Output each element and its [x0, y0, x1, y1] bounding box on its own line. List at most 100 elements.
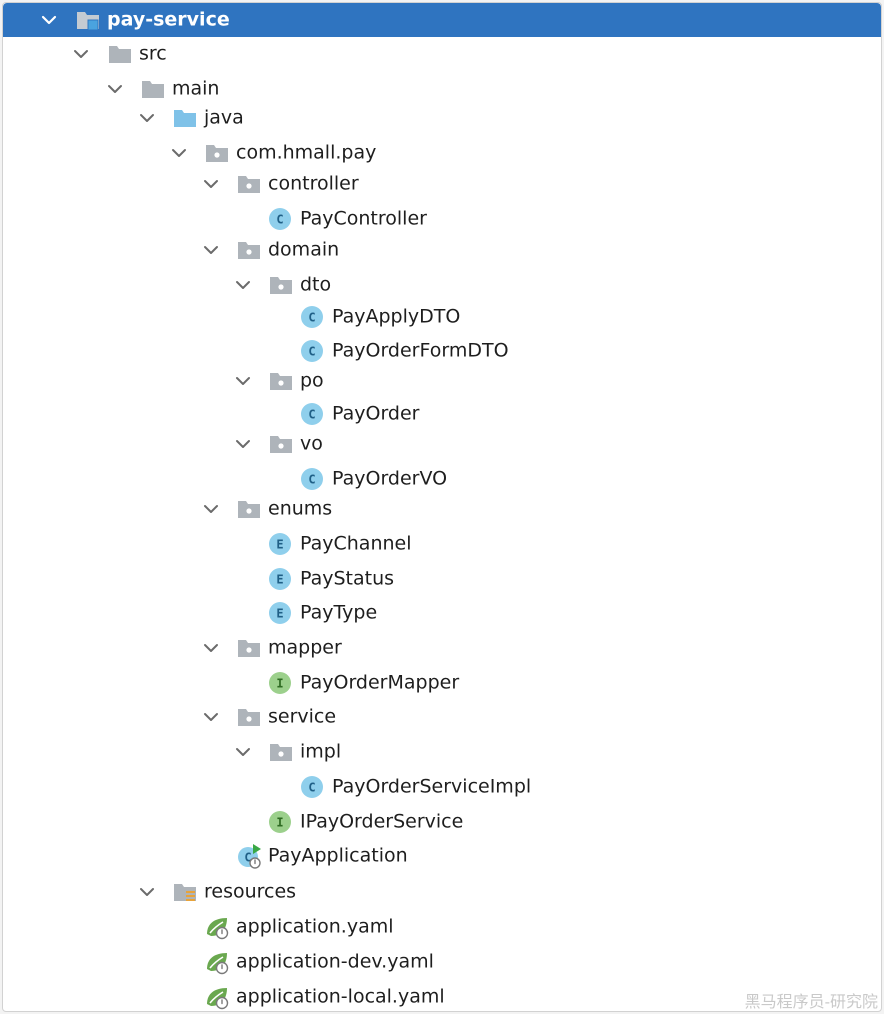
tree-row-pay-order[interactable]: C PayOrder: [3, 399, 881, 429]
tree-label: src: [139, 42, 167, 65]
interface-icon: I: [267, 670, 293, 696]
folder-icon: [140, 76, 166, 102]
tree-row-application-yaml[interactable]: application.yaml: [3, 912, 881, 942]
tree-label: main: [172, 77, 220, 100]
class-icon: C: [299, 304, 325, 330]
enum-icon: E: [267, 531, 293, 557]
tree-row-ipay-order-service[interactable]: I IPayOrderService: [3, 807, 881, 837]
spring-config-icon: [204, 949, 230, 975]
folder-icon: [107, 41, 133, 67]
tree-row-controller[interactable]: controller: [3, 169, 881, 199]
chevron-down-icon[interactable]: [201, 499, 221, 519]
tree-label: pay-service: [107, 8, 230, 31]
tree-row-pay-order-vo[interactable]: C PayOrderVO: [3, 464, 881, 494]
package-icon: [236, 496, 262, 522]
tree-row-application-local-yaml[interactable]: application-local.yaml: [3, 982, 881, 1011]
chevron-down-icon[interactable]: [105, 79, 125, 99]
spring-config-icon: [204, 984, 230, 1010]
svg-text:I: I: [276, 816, 283, 830]
chevron-down-icon[interactable]: [137, 882, 157, 902]
tree-label: PayOrder: [332, 402, 420, 425]
tree-label: IPayOrderService: [300, 810, 464, 833]
chevron-down-icon[interactable]: [71, 44, 91, 64]
project-tree: pay-service src main java com.hmall.pay: [3, 3, 881, 1011]
tree-row-impl[interactable]: impl: [3, 737, 881, 767]
tree-row-dto[interactable]: dto: [3, 270, 881, 300]
chevron-down-icon[interactable]: [233, 371, 253, 391]
package-icon: [268, 739, 294, 765]
tree-label: application-local.yaml: [236, 985, 445, 1008]
chevron-down-icon[interactable]: [233, 434, 253, 454]
tree-label: application-dev.yaml: [236, 950, 434, 973]
enum-icon: E: [267, 566, 293, 592]
tree-row-java[interactable]: java: [3, 103, 881, 133]
tree-row-com-hmall-pay[interactable]: com.hmall.pay: [3, 138, 881, 168]
chevron-down-icon[interactable]: [201, 638, 221, 658]
tree-row-pay-channel[interactable]: E PayChannel: [3, 529, 881, 559]
class-icon: C: [299, 774, 325, 800]
tree-label: PayOrderServiceImpl: [332, 775, 532, 798]
tree-row-pay-type[interactable]: E PayType: [3, 598, 881, 628]
tree-row-pay-controller[interactable]: C PayController: [3, 204, 881, 234]
tree-row-po[interactable]: po: [3, 366, 881, 396]
svg-text:C: C: [308, 781, 315, 795]
tree-label: dto: [300, 273, 332, 296]
svg-text:C: C: [308, 345, 315, 359]
interface-icon: I: [267, 809, 293, 835]
class-icon: C: [299, 466, 325, 492]
tree-label: PayOrderMapper: [300, 671, 460, 694]
tree-label: controller: [268, 172, 359, 195]
chevron-down-icon[interactable]: [233, 275, 253, 295]
tree-row-domain[interactable]: domain: [3, 235, 881, 265]
module-folder-icon: [75, 7, 101, 33]
svg-text:E: E: [276, 607, 283, 621]
package-icon: [268, 272, 294, 298]
tree-row-src[interactable]: src: [3, 39, 881, 69]
tree-row-enums[interactable]: enums: [3, 494, 881, 524]
svg-text:C: C: [276, 213, 283, 227]
tree-label: vo: [300, 432, 323, 455]
svg-text:C: C: [308, 408, 315, 422]
resources-folder-icon: [172, 879, 198, 905]
tree-label: domain: [268, 238, 340, 261]
tree-row-main[interactable]: main: [3, 74, 881, 104]
enum-icon: E: [267, 600, 293, 626]
chevron-down-icon[interactable]: [233, 742, 253, 762]
svg-text:C: C: [244, 851, 251, 865]
chevron-down-icon[interactable]: [201, 240, 221, 260]
tree-label: java: [204, 106, 244, 129]
tree-row-vo[interactable]: vo: [3, 429, 881, 459]
tree-row-pay-apply-dto[interactable]: C PayApplyDTO: [3, 302, 881, 332]
class-icon: C: [299, 401, 325, 427]
tree-label: PayType: [300, 601, 378, 624]
tree-row-pay-order-mapper[interactable]: I PayOrderMapper: [3, 668, 881, 698]
tree-row-service[interactable]: service: [3, 702, 881, 732]
tree-row-mapper[interactable]: mapper: [3, 633, 881, 663]
tree-row-pay-order-form-dto[interactable]: C PayOrderFormDTO: [3, 336, 881, 366]
chevron-down-icon[interactable]: [169, 143, 189, 163]
tree-label: PayStatus: [300, 567, 395, 590]
class-icon: C: [299, 338, 325, 364]
tree-row-resources[interactable]: resources: [3, 877, 881, 907]
source-folder-icon: [172, 105, 198, 131]
tree-row-pay-application[interactable]: C PayApplication: [3, 841, 881, 871]
chevron-down-icon[interactable]: [137, 108, 157, 128]
package-icon: [236, 171, 262, 197]
class-icon: C: [267, 206, 293, 232]
tree-label: po: [300, 369, 324, 392]
tree-row-pay-service[interactable]: pay-service: [3, 3, 881, 37]
package-icon: [236, 704, 262, 730]
tree-row-pay-order-service-impl[interactable]: C PayOrderServiceImpl: [3, 772, 881, 802]
tree-row-pay-status[interactable]: E PayStatus: [3, 564, 881, 594]
chevron-down-icon[interactable]: [39, 10, 59, 30]
tree-row-application-dev-yaml[interactable]: application-dev.yaml: [3, 947, 881, 977]
tree-label: com.hmall.pay: [236, 141, 377, 164]
spring-boot-application-icon: C: [236, 843, 262, 869]
chevron-down-icon[interactable]: [201, 174, 221, 194]
svg-text:C: C: [308, 473, 315, 487]
tree-label: resources: [204, 880, 297, 903]
svg-text:E: E: [276, 573, 283, 587]
tree-label: PayOrderFormDTO: [332, 339, 509, 362]
chevron-down-icon[interactable]: [201, 707, 221, 727]
